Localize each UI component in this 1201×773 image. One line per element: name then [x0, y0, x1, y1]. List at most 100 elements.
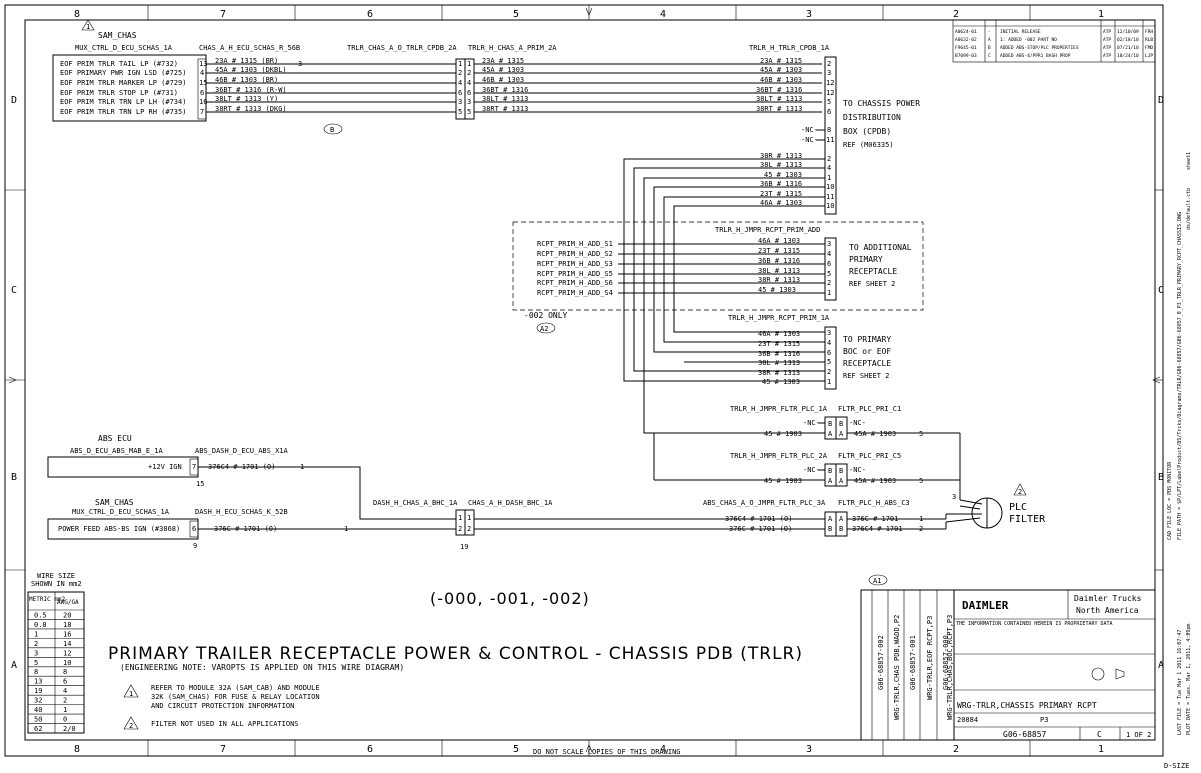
connector-label: FLTR_PLC_PRI_C5	[838, 452, 901, 460]
pin-letter: A	[828, 430, 833, 438]
row-label: D	[1158, 95, 1164, 106]
note-number: 1	[129, 690, 133, 698]
signal-row: EOF PRIMARY PWR IGN LSD (#725)	[60, 69, 186, 77]
wire-label: 46B # 1303	[760, 76, 802, 84]
drawing-number: G06-68857	[1003, 730, 1047, 739]
revision-cell: 02/18/10	[1117, 37, 1139, 43]
wire-label: 38RT # 1313	[482, 105, 528, 113]
warning-triangle-icon	[123, 716, 139, 730]
primary-label: BOC or EOF	[843, 347, 891, 356]
pin-number: 12	[826, 79, 834, 87]
part-number: G06-68857-002	[877, 635, 885, 690]
company-name: North America	[1076, 606, 1139, 615]
pin-number: 5	[827, 270, 831, 278]
pin-number: 16	[199, 98, 207, 106]
wire-label: 38R # 1313	[758, 369, 800, 377]
connector-label: TRLR_H_JMPR_RCPT_PRIM_ADD	[715, 226, 820, 234]
pin-number: 5	[827, 358, 831, 366]
block-title: SAM_CHAS	[98, 31, 137, 40]
revision-cell: LJP	[1145, 53, 1153, 59]
awg-cell: 8	[63, 668, 67, 676]
marker-a1	[868, 574, 888, 586]
last-file: LAST FILE = Tue Mar 1 2011 16:07:47	[1177, 630, 1183, 735]
wire-label: 36B # 1316	[760, 180, 802, 188]
wire-label: 38RT # 1313 (DKG)	[215, 105, 287, 113]
cpdb-ref: REF (M06335)	[843, 141, 894, 149]
marker-label: A1	[873, 577, 881, 585]
proprietary-note: THE INFORMATION CONTAINED HEREIN IS PROP…	[956, 621, 1113, 627]
awg-cell: 0	[63, 716, 67, 724]
col-label: 4	[660, 9, 666, 20]
part-number: G06-68857-000	[942, 635, 950, 690]
nc-label: -NC-	[803, 419, 820, 427]
sheet-size: D-SIZE	[1164, 762, 1189, 770]
note-text: 32K (SAM_CHAS) FOR FUSE & RELAY LOCATION	[151, 693, 320, 701]
row-labels: D C B A D C B A	[11, 95, 1164, 671]
awg-cell: 18	[63, 621, 71, 629]
part-description: WRG-TRLR,CHAS PDB,WADD,P2	[893, 615, 901, 720]
connector-label: TRLR_H_TRLR_CPDB_1A	[749, 44, 830, 52]
wire-label: 38L # 1313	[760, 161, 802, 169]
additional-label: PRIMARY	[849, 255, 883, 264]
pin-number: 3	[467, 98, 471, 106]
revision-cell: ATP	[1103, 29, 1111, 35]
pin-number: 13	[199, 60, 207, 68]
metric-cell: 19	[34, 687, 42, 695]
connector-label: TRLR_H_JMPR_FLTR_PLC_1A	[730, 405, 828, 413]
cpdb-label: DISTRIBUTION	[843, 113, 901, 122]
additional-ref: REF SHEET 2	[849, 280, 895, 288]
wire-label: 45A # 1303	[482, 66, 524, 74]
pin-number: 10	[826, 183, 834, 191]
connector-label: DASH_H_ECU_SCHAS_K_52B	[195, 508, 288, 516]
revision-cell: C	[988, 53, 991, 59]
signal-row: EOF PRIM TRLR MARKER LP (#729)	[60, 79, 186, 87]
only-note: -002 ONLY	[524, 311, 568, 320]
engineering-note: (ENGINEERING NOTE: VAROPTS IS APPLIED ON…	[120, 663, 404, 672]
input-label: RCPT_PRIM_H_ADD_S3	[537, 260, 613, 268]
part-description: WRG-TRLR,EOF RCPT,P3	[926, 616, 934, 700]
awg-cell: 2/0	[63, 725, 76, 733]
row-label: C	[1158, 285, 1164, 296]
part-description: WRG-TRLR,CHAS,BOC,RCPT,P3	[946, 615, 954, 720]
revision-cell: A0632-02	[955, 37, 977, 43]
signal-row: POWER FEED ABS-BS IGN (#3868)	[58, 525, 180, 533]
primary-label: RECEPTACLE	[843, 359, 891, 368]
top-wire-bundle	[206, 63, 822, 113]
input-label: RCPT_PRIM_H_ADD_S4	[537, 289, 613, 297]
wire-label: 376C4 # 1701	[852, 525, 903, 533]
pin-number: 1	[458, 514, 462, 522]
connector-label: ABS_DASH_D_ECU_ABS_X1A	[195, 447, 289, 455]
metric-cell: 0.5	[34, 611, 47, 619]
metric-cell: 0.8	[34, 621, 47, 629]
sam-chas-top-block: 1 SAM_CHAS MUX_CTRL_D_ECU_SCHAS_1A EOF P…	[52, 19, 207, 122]
pin-number: 1	[827, 174, 831, 182]
pin-number: 2	[467, 525, 471, 533]
cad-location: CAD FILE LOC = PDS MONITOR	[1167, 461, 1173, 540]
marker-label: B	[330, 126, 334, 134]
company-name: Daimler Trucks	[1074, 594, 1142, 603]
awg-cell: 12	[63, 649, 71, 657]
col-label: 8	[74, 9, 80, 20]
primary-wire-labels: 46A # 1303 23T # 1315 36B # 1316 38L # 1…	[758, 330, 800, 386]
pin-number: 2	[827, 368, 831, 376]
wire-label: 46B # 1303 (BR)	[215, 76, 278, 84]
notes: 1 REFER TO MODULE 32A (SAM_CAB) AND MODU…	[123, 684, 320, 730]
plc-connector-2: TRLR_H_JMPR_FLTR_PLC_2A FLTR_PLC_PRI_C5 …	[730, 452, 960, 487]
nc-label: -NC-	[801, 136, 818, 144]
pin-number: 3	[298, 60, 302, 68]
sam-chas-bottom-block: SAM_CHAS MUX_CTRL_D_ECU_SCHAS_1A DASH_H_…	[47, 498, 456, 550]
connector-label: MUX_CTRL_D_ECU_SCHAS_1A	[75, 44, 173, 52]
additional-label: TO ADDITIONAL	[849, 243, 912, 252]
sheet-tag: sheet1	[1186, 152, 1192, 170]
pin-number: 3	[827, 329, 831, 337]
pin-number: 4	[467, 79, 471, 87]
metric-cell: 50	[34, 716, 42, 724]
projection-icon	[1091, 667, 1105, 681]
wire-label: 376C # 1701	[852, 515, 898, 523]
cpdb-lower-labels: 38R # 1313 38L # 1313 45 # 1303 36B # 13…	[760, 152, 802, 207]
awg-cell: 1	[63, 706, 67, 714]
additional-inputs: RCPT_PRIM_H_ADD_S1 RCPT_PRIM_H_ADD_S2 RC…	[537, 240, 613, 297]
awg-cell: 14	[63, 640, 71, 648]
table-header: METRIC mm2	[29, 596, 66, 603]
column-labels-bottom: 8 7 6 5 4 3 2 1	[74, 744, 1104, 755]
